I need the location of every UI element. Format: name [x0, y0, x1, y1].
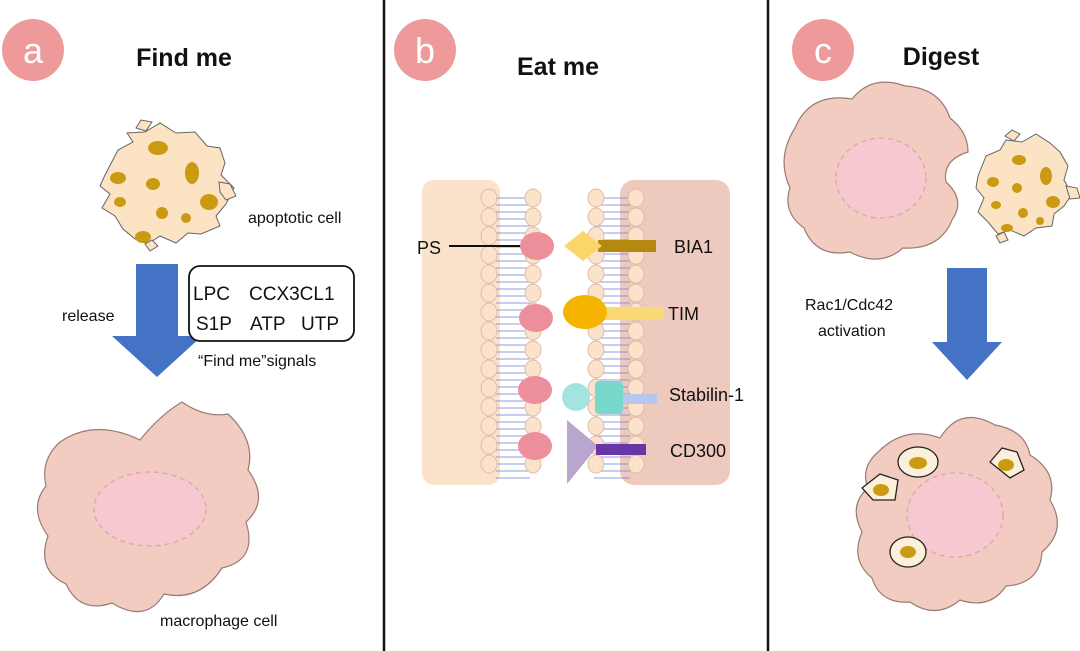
stabilin-receptor	[595, 381, 623, 414]
lipid-head	[480, 359, 498, 379]
lipid-head	[480, 207, 498, 227]
lipid-head	[480, 264, 498, 284]
lipid-head	[587, 264, 605, 284]
badge-c-letter: c	[814, 30, 832, 71]
lipid-head	[524, 264, 542, 284]
badge-c	[792, 19, 854, 81]
digest-arrow	[932, 268, 1002, 380]
lipid-head	[480, 416, 498, 436]
signal-atp: ATP	[250, 314, 286, 335]
lipid-head	[587, 340, 605, 360]
signal-utp: UTP	[301, 314, 339, 335]
receptor-cd300-label: CD300	[670, 441, 726, 461]
cd300-receptor	[596, 444, 646, 455]
lipid-head	[587, 416, 605, 436]
apoptotic-cell	[99, 119, 237, 252]
lipid-head	[627, 454, 645, 474]
find-me-signals-caption: “Find me”signals	[198, 353, 316, 370]
macrophage-cell	[36, 401, 260, 613]
signal-ccx3cl1: CCX3CL1	[249, 284, 335, 305]
lipid-head	[480, 226, 498, 246]
lipid-head	[480, 321, 498, 341]
badge-a-letter: a	[23, 30, 44, 71]
lipid-head	[524, 283, 542, 303]
lipid-head	[587, 188, 605, 208]
lipid-head	[524, 207, 542, 227]
release-arrow	[112, 264, 202, 377]
bia1-ligand	[564, 231, 602, 261]
apoptotic-cell-side	[422, 180, 500, 485]
badge-b	[394, 19, 456, 81]
cd300-wedge	[567, 420, 598, 484]
lipid-head	[480, 245, 498, 265]
lipid-head	[627, 283, 645, 303]
lipid-head	[627, 416, 645, 436]
apoptotic-cell-engulfed	[975, 129, 1080, 244]
lipid-head	[480, 397, 498, 417]
bia1-receptor	[598, 240, 656, 252]
ps-label: PS	[417, 238, 441, 258]
lipid-head	[480, 454, 498, 474]
activation-label-line2: activation	[818, 323, 886, 340]
panel-a: a Find me apoptotic cell release LPC CCX…	[2, 19, 355, 630]
lipid-head	[480, 378, 498, 398]
lipid-head	[480, 302, 498, 322]
signal-lpc: LPC	[193, 284, 230, 305]
stabilin-stalk	[615, 394, 657, 404]
lipid-head	[524, 340, 542, 360]
macrophage-label: macrophage cell	[160, 613, 277, 630]
lipid-head	[627, 188, 645, 208]
phagocyte-side	[620, 180, 730, 485]
panel-b: b Eat me PS BIA1 TIM Stabilin-1 CD300	[394, 19, 744, 485]
lipid-head	[524, 359, 542, 379]
panel-c: c Digest Rac1/Cdc42 activation	[783, 19, 1080, 612]
lipid-head	[480, 435, 498, 455]
ps-head-3	[518, 376, 552, 404]
ps-head-2	[519, 304, 553, 332]
lipid-head	[587, 359, 605, 379]
stabilin-ball	[562, 383, 590, 411]
receptor-bia1-label: BIA1	[674, 237, 713, 257]
panel-b-title: Eat me	[517, 53, 599, 81]
release-label: release	[62, 308, 115, 325]
badge-a	[2, 19, 64, 81]
receptor-stabilin-1-label: Stabilin-1	[669, 385, 744, 405]
tim-receptor	[563, 295, 607, 329]
lipid-head	[480, 340, 498, 360]
digesting-macrophage	[855, 416, 1058, 612]
lipid-head	[524, 188, 542, 208]
lipid-head	[627, 321, 645, 341]
lipid-head	[480, 188, 498, 208]
panel-c-title: Digest	[903, 43, 980, 71]
lipid-head	[627, 359, 645, 379]
signal-s1p: S1P	[196, 314, 232, 335]
lipid-head	[627, 207, 645, 227]
tim-stalk	[598, 307, 664, 320]
engulfing-macrophage	[783, 81, 969, 260]
lipid-head	[627, 340, 645, 360]
lipid-head	[587, 207, 605, 227]
ps-head-4	[518, 432, 552, 460]
lipid-head	[587, 454, 605, 474]
lipid-bilayers	[480, 188, 645, 479]
lipid-head	[480, 283, 498, 303]
ps-head-1	[520, 232, 554, 260]
badge-b-letter: b	[415, 30, 435, 71]
activation-label-line1: Rac1/Cdc42	[805, 297, 893, 314]
find-me-signals-box	[188, 265, 355, 342]
apoptotic-cell-label: apoptotic cell	[248, 210, 341, 227]
receptor-tim-label: TIM	[668, 304, 699, 324]
lipid-head	[627, 264, 645, 284]
panel-a-title: Find me	[136, 44, 232, 72]
